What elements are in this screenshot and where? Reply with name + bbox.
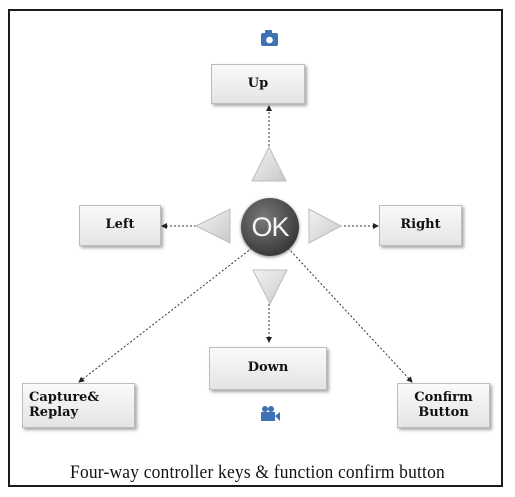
left-arrow-icon — [194, 208, 231, 244]
right-arrow-icon — [308, 208, 343, 244]
down-key-box: Down — [209, 347, 327, 390]
confirm-button-box: Confirm Button — [397, 383, 490, 428]
capture-replay-label: Capture& Replay — [29, 389, 100, 421]
left-key-box: Left — [79, 205, 161, 246]
confirm-label-line1: Confirm — [414, 389, 473, 405]
figure-caption: Four-way controller keys & function conf… — [70, 462, 445, 483]
capture-label-line2: Replay — [29, 404, 79, 420]
ok-button: OK — [241, 198, 299, 256]
right-key-box: Right — [379, 205, 462, 246]
up-key-box: Up — [211, 64, 305, 104]
left-label: Left — [105, 217, 135, 233]
camera-icon — [261, 30, 278, 46]
right-label: Right — [400, 217, 441, 233]
confirm-label-line2: Button — [418, 404, 469, 420]
up-arrow-icon — [251, 145, 287, 182]
down-label: Down — [247, 360, 289, 376]
capture-replay-box: Capture& Replay — [22, 383, 135, 428]
ok-label: OK — [251, 211, 289, 242]
down-arrow-icon — [252, 269, 288, 306]
confirm-button-label: Confirm Button — [414, 389, 473, 421]
capture-label-line1: Capture& — [29, 389, 100, 405]
up-label: Up — [247, 75, 269, 91]
connector-capture — [78, 247, 253, 383]
connector-confirm — [287, 247, 413, 383]
video-camera-icon — [261, 406, 280, 421]
